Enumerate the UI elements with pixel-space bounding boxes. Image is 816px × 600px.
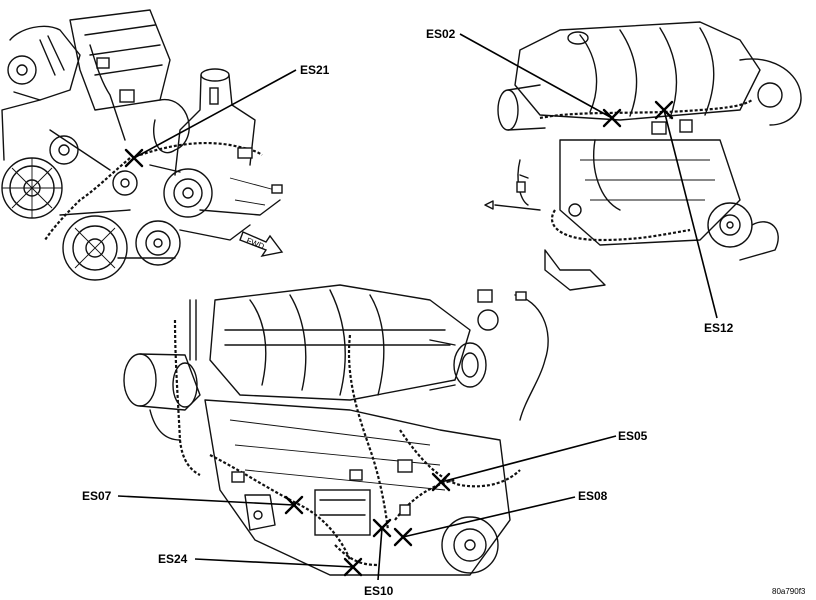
engine-view-top [484,21,802,291]
label-es10: ES10 [364,584,394,598]
callout-es12: ES12 [654,100,734,335]
callout-es07: ES07 [82,489,304,515]
label-es08: ES08 [578,489,608,503]
label-es12: ES12 [704,321,734,335]
engine-view-front: FWD [1,9,284,281]
label-es21: ES21 [300,63,330,77]
label-es05: ES05 [618,429,648,443]
svg-text:FWD: FWD [245,236,265,251]
callout-es21: ES21 [124,63,330,168]
callout-es02: ES02 [426,27,622,128]
label-es24: ES24 [158,552,188,566]
label-es07: ES07 [82,489,112,503]
callout-es08: ES08 [393,489,608,547]
engine-view-rear [123,284,549,576]
callout-es24: ES24 [158,552,363,577]
figure-id: 80a790f3 [772,587,806,596]
callout-es10: ES10 [364,518,394,598]
label-es02: ES02 [426,27,456,41]
callout-es05: ES05 [431,429,648,492]
forward-arrow-icon: FWD [239,231,284,258]
